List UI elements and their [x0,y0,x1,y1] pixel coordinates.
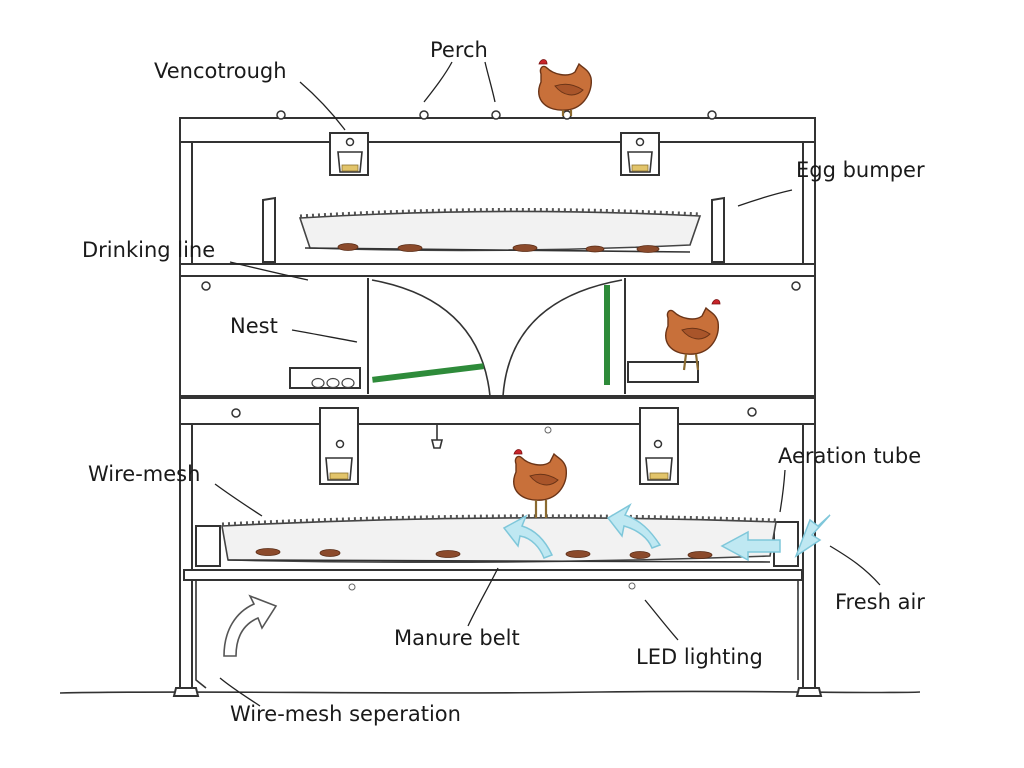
perches [276,110,717,120]
label-wire-mesh: Wire-mesh [88,462,201,486]
vencotrough-upper-left [329,132,369,176]
manure-belt [183,569,803,581]
label-perch: Perch [430,38,488,62]
led-lights-lower [348,582,636,591]
vencotrough-upper-right [620,132,660,176]
label-aeration-tube: Aeration tube [778,444,922,468]
nest-holes [201,281,801,291]
lower-beam [179,397,816,425]
vencotrough-lower-left [319,407,359,485]
label-egg-bumper: Egg bumper [796,158,925,182]
label-vencotrough: Vencotrough [154,59,287,83]
top-beam [179,117,816,143]
upward-air-arrow [223,594,278,657]
hen-top [538,59,592,116]
label-nest: Nest [230,314,278,338]
middle-upper-beam [179,263,816,277]
label-fresh-air: Fresh air [835,590,925,614]
lower-beam-holes [231,407,757,418]
label-manure-belt: Manure belt [394,626,520,650]
drinking-line-nipple-lower [430,424,444,449]
air-flow-arrows [502,503,831,562]
nest-compartment [367,278,626,397]
hen-lower [513,449,567,518]
nest-ledge-left [289,367,361,389]
label-pointers [214,61,881,707]
hen-nest [665,299,721,371]
wire-mesh-separation [195,580,799,689]
upper-tier [262,196,725,263]
led-light-upper [544,426,552,434]
left-foot [172,687,200,697]
label-wire-mesh-separation: Wire-mesh seperation [230,702,461,726]
label-drinking-line: Drinking line [82,238,216,262]
label-led-lighting: LED lighting [636,645,763,669]
lower-tier [195,514,799,567]
right-foot [795,687,823,697]
vencotrough-lower-right [639,407,679,485]
nest-ledge-right [627,361,699,383]
